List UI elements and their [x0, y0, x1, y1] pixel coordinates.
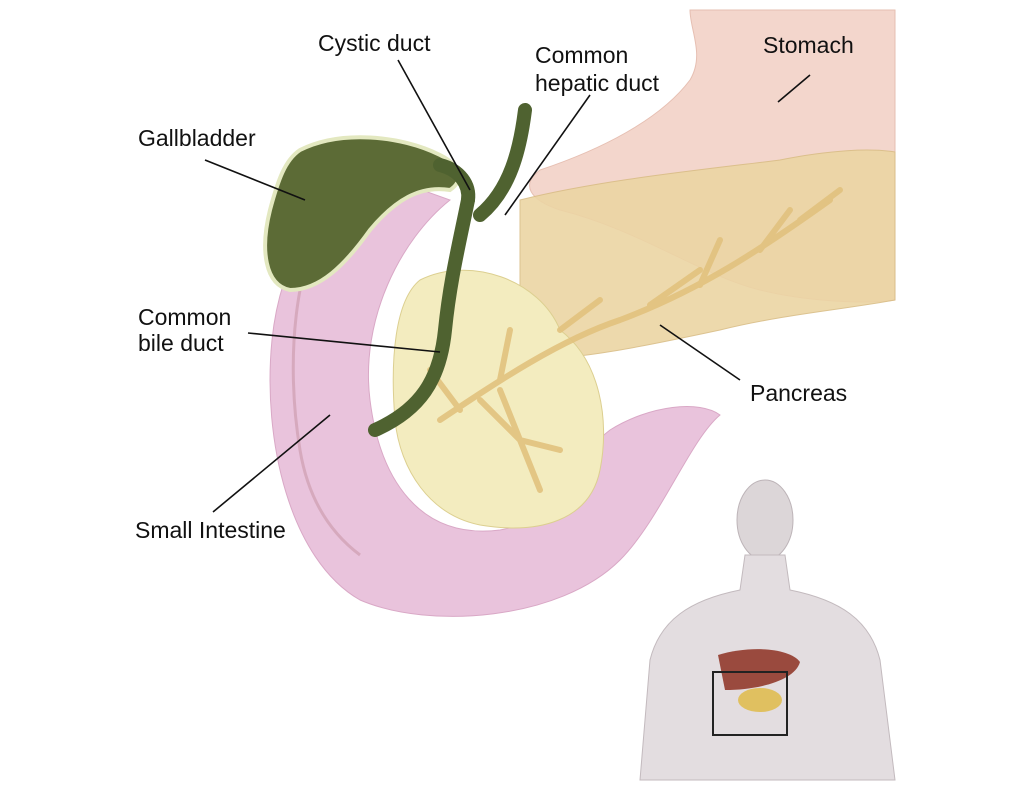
bile-ducts	[368, 103, 532, 437]
label-gallbladder: Gallbladder	[138, 125, 256, 151]
pancreas-shape	[519, 149, 896, 361]
label-small-intestine: Small Intestine	[135, 517, 286, 543]
small-intestine-shape	[269, 174, 721, 617]
label-cystic-duct: Cystic duct	[318, 30, 431, 56]
leader-lines	[204, 59, 811, 513]
label-common-bile-duct-line1: Common	[138, 304, 232, 330]
label-pancreas: Pancreas	[750, 380, 848, 406]
body-inset	[639, 479, 896, 781]
label-stomach: Stomach	[763, 32, 854, 58]
label-common-hepatic-duct-line2: hepatic duct	[535, 70, 660, 96]
label-common-bile-duct-line2: bile duct	[138, 330, 224, 356]
inset-highlight-box	[712, 671, 788, 736]
label-common-hepatic-duct-line1: Common	[535, 42, 629, 68]
gallbladder-shape	[263, 135, 461, 293]
